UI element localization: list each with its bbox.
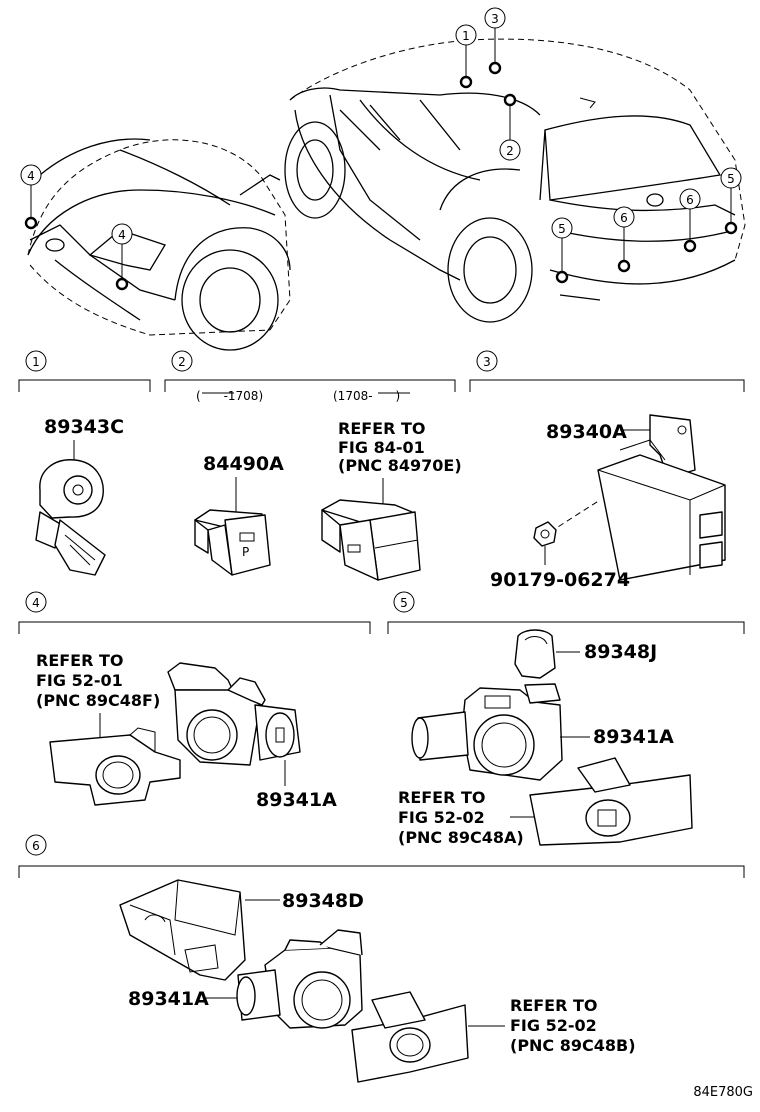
part-label-90179-06274: 90179-06274 <box>490 569 630 591</box>
sensor-dot <box>115 277 129 291</box>
part-label-89348D: 89348D <box>282 890 364 912</box>
pnc-89c48a-retainer <box>529 757 693 846</box>
part-label-89341A-g5: 89341A <box>593 726 674 748</box>
pnc-84970e-switch <box>321 499 421 581</box>
callout-number: 4 <box>32 596 40 610</box>
part-89341A-sensor-g4 <box>167 662 301 766</box>
group-1-header: 1 <box>18 350 151 392</box>
group-6-header: 6 <box>18 834 745 878</box>
callout-number: 1 <box>462 29 470 43</box>
refer-52-01-line1: REFER TO <box>36 651 124 670</box>
sensor-dot <box>488 61 502 75</box>
part-label-89343C: 89343C <box>44 416 124 438</box>
refer-84-01-line3: (PNC 84970E) <box>338 456 462 475</box>
sensor-dot <box>617 259 631 273</box>
refer-52-01-line2: FIG 52-01 <box>36 671 123 690</box>
range-label-before-1708: ( -1708) <box>196 389 263 403</box>
refer-84-01-line1: REFER TO <box>338 419 426 438</box>
group-3-header: 3 <box>469 350 745 392</box>
callout-number: 2 <box>506 144 514 158</box>
refer-84-01-line2: FIG 84-01 <box>338 438 425 457</box>
callout-number: 6 <box>620 211 628 225</box>
part-90179-nut <box>533 521 557 547</box>
part-89348J-cover <box>514 629 556 679</box>
part-label-89341A-g6: 89341A <box>128 988 209 1010</box>
callout-number: 6 <box>686 193 694 207</box>
pnc-89c48f-retainer <box>49 727 181 806</box>
callout-number: 4 <box>27 169 35 183</box>
refer-52-02-a-line1: REFER TO <box>398 788 486 807</box>
part-89341A-sensor-g5 <box>411 683 563 781</box>
sensor-dot <box>724 221 738 235</box>
switch-p-glyph: P <box>242 545 249 559</box>
sensor-dot <box>459 75 473 89</box>
part-89340A-ecu <box>597 414 726 581</box>
callout-number: 1 <box>32 355 40 369</box>
part-89341A-sensor-g6 <box>236 929 363 1029</box>
front-vehicle-illustration <box>27 138 291 351</box>
sensor-dot <box>503 93 517 107</box>
callout-number: 3 <box>491 12 499 26</box>
refer-52-02-b-line1: REFER TO <box>510 996 598 1015</box>
figure-code: 84E780G <box>693 1085 753 1100</box>
part-label-84490A: 84490A <box>203 453 284 475</box>
group-2-header: 2 ( -1708) (1708- ) <box>164 350 456 403</box>
callout-number: 5 <box>400 596 408 610</box>
callout-number: 6 <box>32 839 40 853</box>
sensor-dot <box>555 270 569 284</box>
refer-52-02-b-line2: FIG 52-02 <box>510 1016 597 1035</box>
callout-number: 3 <box>483 355 491 369</box>
callout-number: 5 <box>558 222 566 236</box>
rear-vehicle-illustration <box>284 38 746 323</box>
refer-52-02-b-line3: (PNC 89C48B) <box>510 1036 636 1055</box>
part-84490A-switch: P <box>194 509 271 576</box>
callout-number: 2 <box>178 355 186 369</box>
refer-52-01-line3: (PNC 89C48F) <box>36 691 160 710</box>
refer-52-02-a-line3: (PNC 89C48A) <box>398 828 524 847</box>
sensor-dot <box>24 216 38 230</box>
pnc-89c48b-retainer <box>351 991 469 1083</box>
range-label-after-1708: (1708- ) <box>333 389 400 403</box>
part-89348D-cover <box>119 879 246 981</box>
part-label-89341A-g4: 89341A <box>256 789 337 811</box>
refer-52-02-a-line2: FIG 52-02 <box>398 808 485 827</box>
callout-number: 4 <box>118 228 126 242</box>
part-label-89348J: 89348J <box>584 641 657 663</box>
callout-number: 5 <box>727 172 735 186</box>
sensor-dot <box>683 239 697 253</box>
group-5-header: 5 <box>387 591 745 634</box>
group-4-header: 4 <box>18 591 371 634</box>
overview-callouts: 1 3 2 4 4 5 6 6 <box>20 7 742 291</box>
part-label-89340A: 89340A <box>546 421 627 443</box>
part-89343C-sensor <box>35 459 106 576</box>
